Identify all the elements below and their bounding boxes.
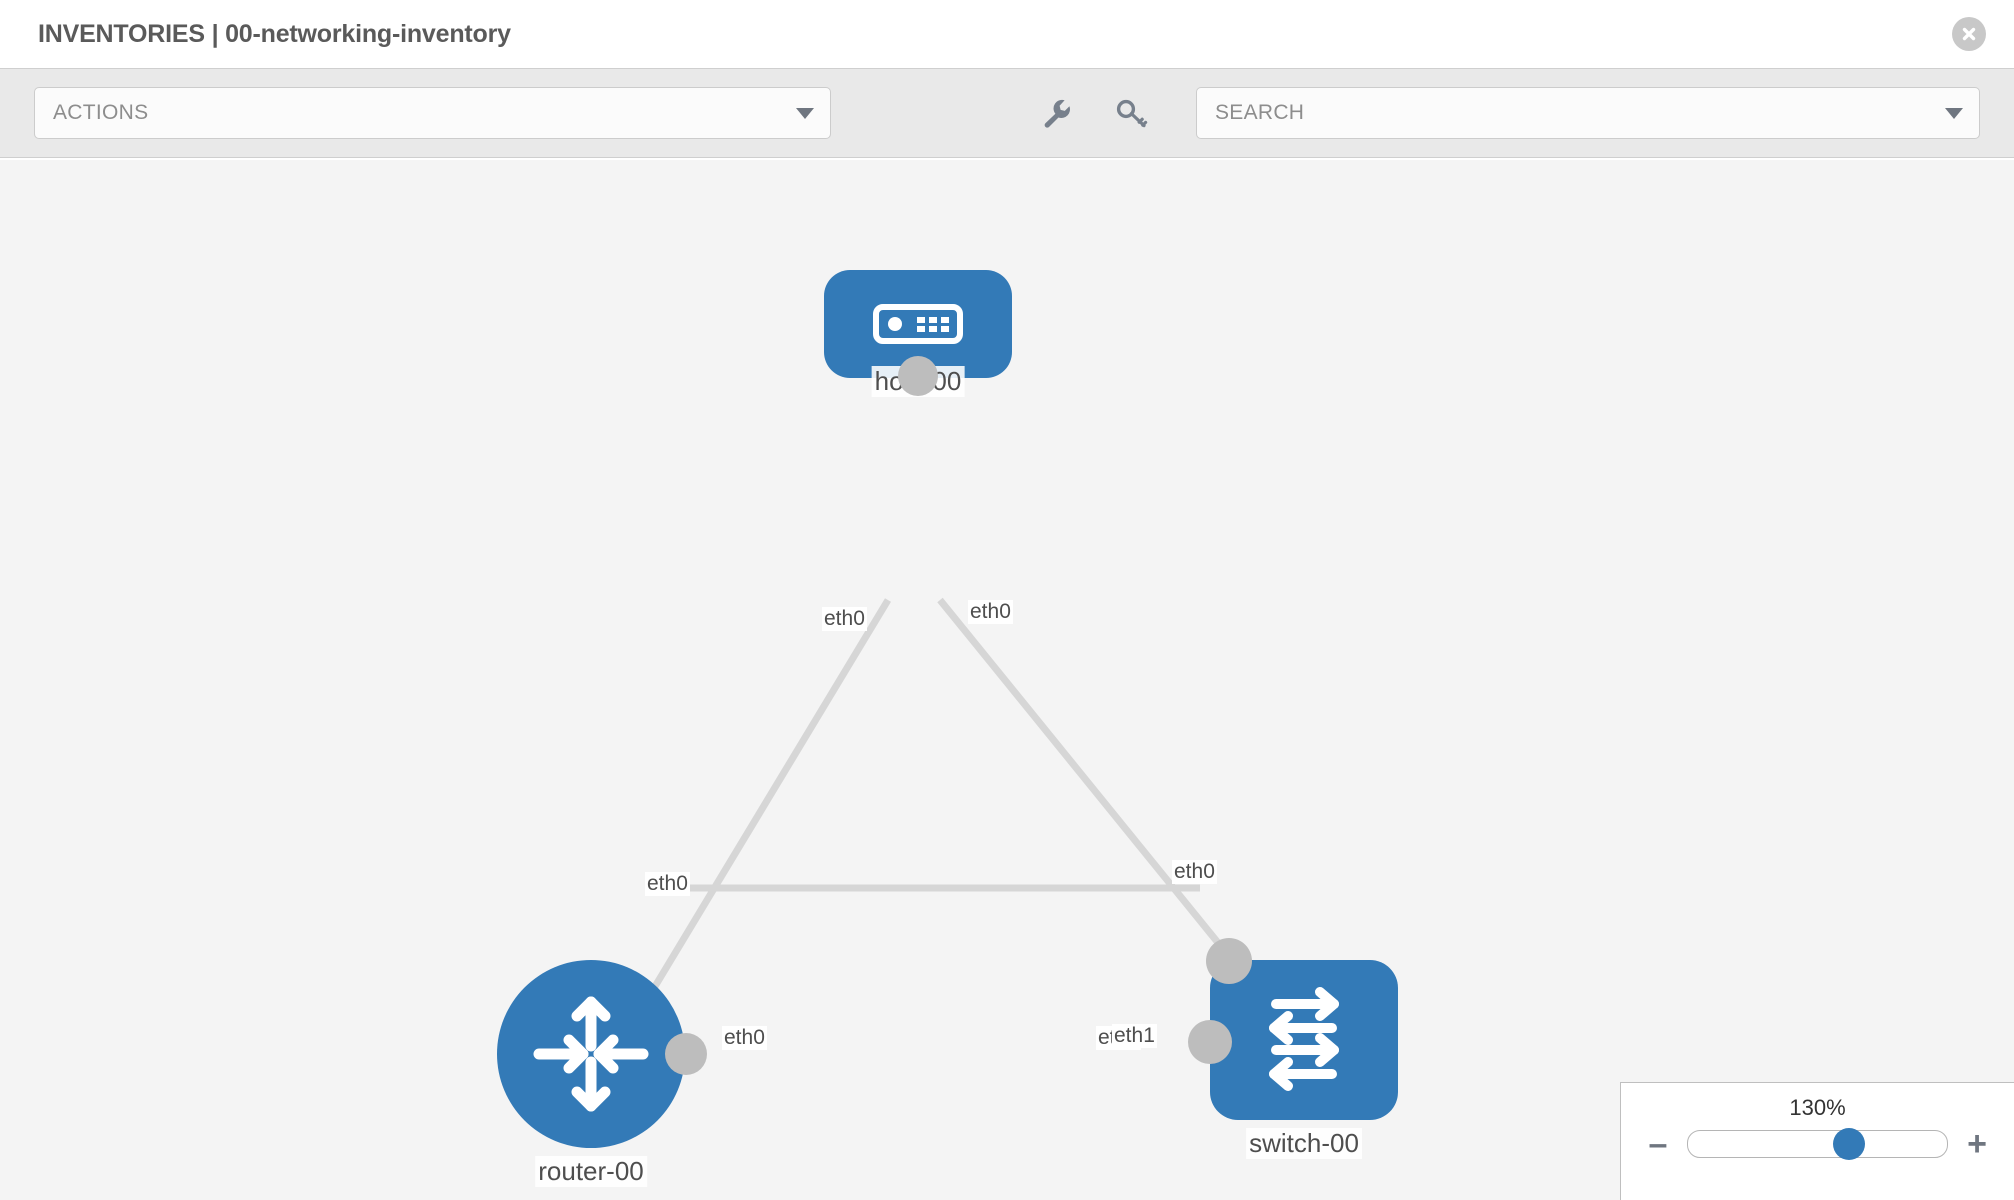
page-title: INVENTORIES | 00-networking-inventory — [38, 19, 511, 48]
zoom-control-panel: 130% – + — [1620, 1082, 2014, 1200]
wrench-icon[interactable] — [1036, 93, 1076, 133]
search-input[interactable]: SEARCH — [1195, 87, 1980, 139]
node-router-00[interactable]: router-00 — [497, 960, 707, 1187]
zoom-slider-thumb[interactable] — [1832, 1128, 1865, 1160]
switch-node-shape — [1210, 960, 1398, 1120]
node-host-00[interactable]: host-00 — [824, 270, 1012, 397]
node-switch-00[interactable]: switch-00 — [1188, 938, 1398, 1159]
port-nub — [1206, 938, 1252, 984]
chevron-down-icon — [795, 107, 814, 119]
bidirectional-arrows-icon — [1269, 987, 1339, 1091]
link-host-router — [645, 598, 891, 1000]
edge-label-host-left: eth0 — [822, 607, 867, 632]
key-icon[interactable] — [1112, 93, 1152, 133]
edge-label-switch-left-over: eth1 — [1112, 1024, 1157, 1049]
node-label: router-00 — [535, 1156, 647, 1187]
zoom-out-button[interactable]: – — [1648, 1125, 1668, 1163]
edge-label-host-right: eth0 — [968, 600, 1013, 625]
topology-canvas[interactable]: host-00 eth0 eth0 — [0, 160, 2014, 1200]
edge-label-router-up: eth0 — [645, 872, 690, 897]
zoom-in-button[interactable]: + — [1967, 1125, 1987, 1163]
page-header: INVENTORIES | 00-networking-inventory — [0, 0, 2014, 68]
port-nub — [1188, 1020, 1232, 1064]
chevron-down-icon — [1945, 107, 1963, 119]
edge-label-router-right: eth0 — [722, 1026, 767, 1051]
toolbar-icon-group — [1036, 93, 1152, 133]
actions-dropdown[interactable]: ACTIONS — [34, 87, 831, 139]
toolbar: ACTIONS SEARCH — [0, 68, 2014, 158]
node-label: switch-00 — [1246, 1128, 1362, 1159]
port-nub — [898, 356, 938, 396]
zoom-level-value: 130% — [1789, 1095, 1846, 1120]
port-nub — [665, 1033, 707, 1075]
router-node-shape — [497, 960, 685, 1148]
actions-dropdown-label: ACTIONS — [53, 101, 149, 124]
topology-links — [645, 597, 1235, 1000]
edge-label-switch-up: eth0 — [1172, 860, 1217, 885]
zoom-slider-row: – + — [1621, 1127, 2014, 1161]
server-device-icon — [873, 304, 963, 344]
link-host-switch — [937, 597, 1235, 963]
search-input-placeholder: SEARCH — [1214, 101, 1305, 124]
four-arrows-inward-icon — [533, 996, 649, 1112]
zoom-slider[interactable] — [1687, 1128, 1948, 1160]
close-icon[interactable] — [1952, 17, 1986, 51]
